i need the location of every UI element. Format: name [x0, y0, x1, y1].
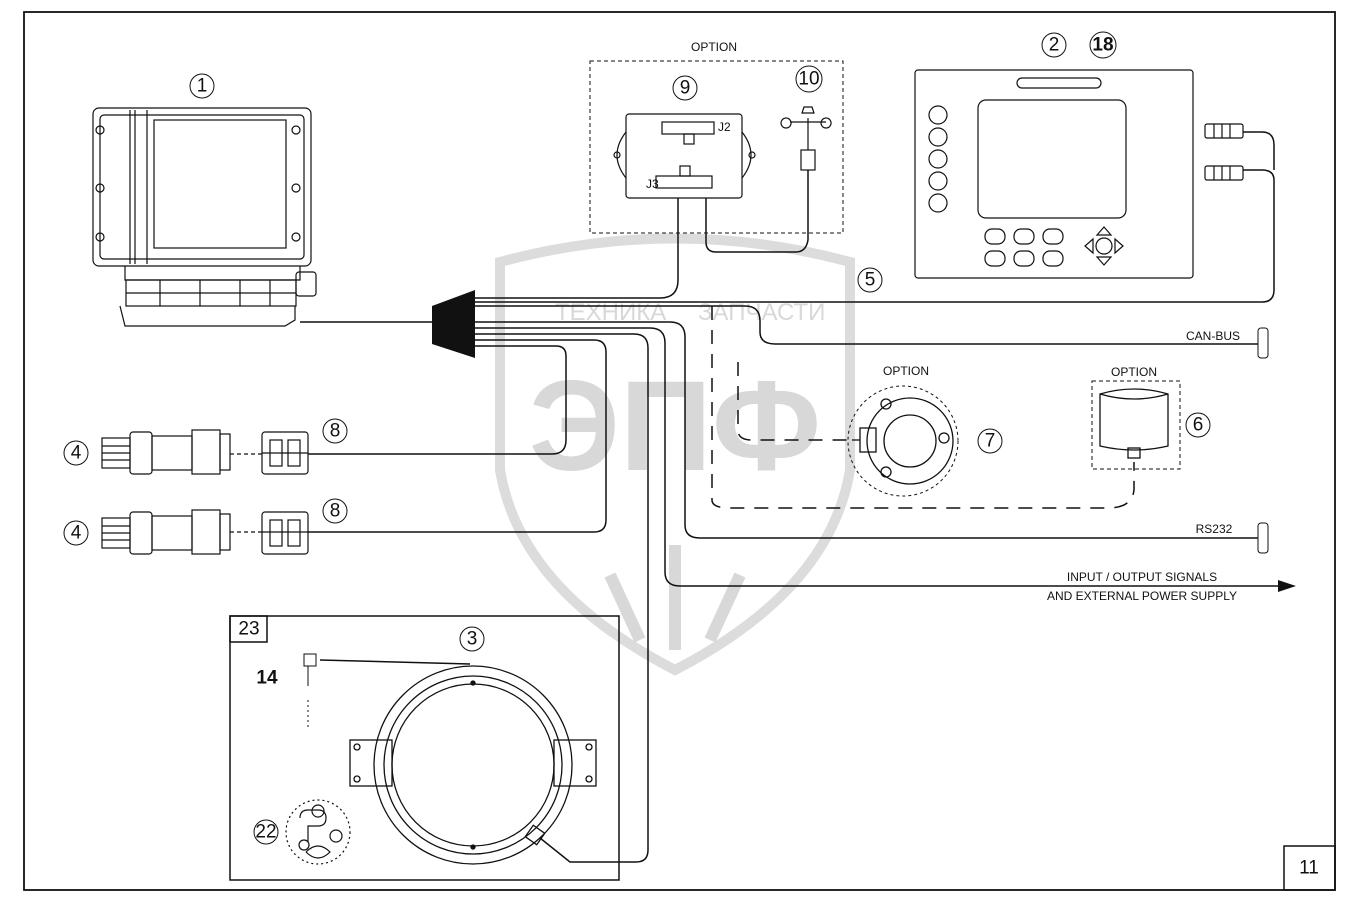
callout-14: 14 [256, 668, 278, 689]
callout-8b-ring [322, 498, 348, 524]
io-label-line1: INPUT / OUTPUT SIGNALS [1067, 570, 1217, 584]
watermark-monogram: ЭПФ [529, 355, 821, 498]
control-unit [92, 107, 317, 327]
pressure-sensor-lower [101, 509, 262, 555]
callout-22-ring [253, 819, 279, 845]
rs232-label: RS232 [1196, 522, 1233, 536]
callout-8a: 8 [330, 421, 341, 442]
watermark-text-right: ЗАПЧАСТИ [698, 299, 825, 326]
plug-connector-lower [261, 511, 309, 555]
io-arrowhead [1278, 580, 1296, 592]
harness-wires [300, 131, 1278, 863]
callout-2-ring [1041, 32, 1067, 58]
callout-18-ring [1089, 31, 1117, 59]
display-terminal [914, 69, 1194, 279]
terminal-connectors [1204, 123, 1244, 181]
callout-22: 22 [255, 822, 276, 843]
page-frame [23, 11, 1336, 891]
wheat-icon [604, 545, 746, 650]
callout-8b: 8 [330, 501, 341, 522]
callout-7-ring [977, 428, 1003, 454]
callout-1: 1 [197, 76, 208, 97]
callout-9-ring [672, 75, 698, 101]
watermark: ТЕХНИКА ЗАПЧАСТИ ЭПФ [495, 233, 855, 676]
callout-6-ring [1185, 412, 1211, 438]
module-j3-label: J3 [646, 177, 659, 191]
io-module [613, 113, 756, 199]
callout-2: 2 [1049, 35, 1060, 56]
anemometer-icon [780, 106, 832, 171]
can-bus-label: CAN-BUS [1186, 329, 1240, 343]
option-box-sensor6 [1091, 380, 1181, 470]
callout-7: 7 [985, 431, 996, 452]
option-label-top: OPTION [691, 40, 737, 54]
callout-6: 6 [1193, 415, 1204, 436]
bracket-icon [303, 653, 317, 730]
sheet-number-box [1283, 845, 1336, 891]
rotary-sensor [852, 397, 954, 485]
callout-18: 18 [1092, 35, 1113, 56]
callout-10: 10 [798, 69, 819, 90]
callout-1-ring [189, 73, 215, 99]
callout-3-ring [459, 626, 485, 652]
kit-box-23 [229, 615, 620, 881]
callout-5-ring [857, 267, 883, 293]
callout-4a: 4 [71, 443, 82, 464]
sensor-ring [349, 665, 597, 865]
plug-connector-upper [261, 431, 309, 475]
callout-9: 9 [680, 78, 691, 99]
callout-23: 23 [238, 619, 259, 640]
clamp-kit-icon [285, 799, 351, 865]
option-label-sensor7: OPTION [883, 364, 929, 378]
pressure-sensor-upper [101, 429, 262, 475]
module-j2-label: J2 [718, 120, 731, 134]
rs232-terminator [1257, 522, 1269, 554]
callout-4b: 4 [71, 523, 82, 544]
harness-connector [432, 290, 475, 358]
option-label-sensor6: OPTION [1111, 365, 1157, 379]
callout-4b-ring [63, 520, 89, 546]
callout-3: 3 [467, 629, 478, 650]
option-box-top [589, 60, 844, 234]
io-label-line2: AND EXTERNAL POWER SUPPLY [1047, 589, 1237, 603]
sheet-number: 11 [1299, 858, 1319, 879]
kit-box-23-tag [229, 615, 268, 643]
can-bus-terminator [1257, 327, 1269, 359]
callout-5: 5 [865, 270, 876, 291]
callout-8a-ring [322, 418, 348, 444]
option-ring-sensor7 [847, 385, 959, 497]
option-wires-dashed [711, 306, 1135, 509]
callout-4a-ring [63, 440, 89, 466]
cylinder-sensor [1099, 388, 1169, 459]
callout-10-ring [795, 65, 823, 93]
